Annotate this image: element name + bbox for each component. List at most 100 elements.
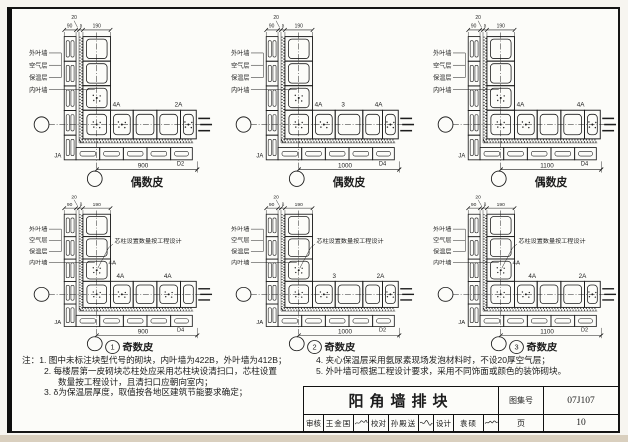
dim-delta: δ [484,202,487,207]
notes-section: 注：1. 图中未标注块型代号的砌块，内叶墙为422B，外叶墙为412B；2. 每… [22,355,616,398]
outer-leaf-block [348,147,374,161]
ja-block-label: JA [256,153,263,159]
block-label: 4A [375,102,383,109]
detail-number-bubble [105,340,120,354]
dim-190: 190 [93,202,102,208]
outer-leaf-block [503,147,528,161]
dim-90: 90 [269,23,275,29]
grout-dot [322,123,325,126]
block-label: 2A [377,273,386,280]
axis-bubble-bottom [490,336,507,352]
outer-leaf-block [99,314,124,327]
grout-dot [522,296,524,298]
grout-dot [528,296,530,298]
grout-dot [497,296,499,298]
grout-dot [392,126,395,129]
scan-edge [0,435,628,442]
page-label: 页 [498,415,543,431]
detail-number-bubble [307,340,322,354]
note-line: 3. δ为保温层厚度，取值按各地区建筑节能要求确定； [44,387,248,398]
grout-dot [93,271,95,274]
proofreader-name: 孙殿送 [388,415,418,431]
axis-bubble-left [437,286,454,302]
detail-number: 2 [312,343,316,352]
outer-leaf-block [146,147,172,161]
d-block-label: D2 [177,161,184,167]
annotation-leader [501,243,518,269]
dimension-value: 1000 [338,329,353,336]
outer-leaf-block [479,314,505,327]
layer-label: 外叶墙 [231,225,249,233]
dim-190: 190 [497,23,505,29]
grout-dot [118,296,120,298]
outer-leaf-block [372,147,395,161]
note-line: 数量按工程设计，且清扫口应朝向室内； [58,376,213,387]
axis-bubble-bottom [288,336,305,352]
layer-label: 保温层 [433,73,451,81]
core-annotation: 芯柱设置数量按工程设计 [518,237,585,245]
core-annotation: 芯柱设置数量按工程设计 [316,237,383,245]
signature-scribble [484,420,498,424]
outer-leaf-block [550,314,576,327]
grout-dot [294,121,296,123]
grout-dot [92,267,94,269]
grout-dot [165,296,167,298]
grout-dot [92,121,94,123]
outer-leaf-block [277,147,303,161]
outer-leaf-block [146,314,172,327]
grout-dot [301,121,303,124]
block-label: 4A [117,273,126,280]
grout-dot [99,291,101,294]
layer-label: 内叶墙 [433,86,451,94]
notes-right-column: 4. 夹心保温层采用氨尿素现场发泡材料时，不设20厚空气层；5. 外叶墙可根据工… [316,355,616,398]
grout-dot [295,126,297,128]
layer-label: 空气层 [29,61,47,69]
outer-leaf-block [277,314,303,327]
dim-20: 20 [71,15,77,21]
outer-leaf-block [372,314,395,327]
dimension-value: 1100 [540,329,554,336]
grout-dot [588,126,591,128]
outer-leaf-block [324,147,350,161]
outer-leaf-block [99,147,124,161]
grout-dot [170,296,173,298]
block-label: 2A [175,102,183,109]
outer-leaf-block [503,314,528,327]
dim-20: 20 [273,15,279,21]
dim-190: 190 [497,202,506,208]
proofreader-label: 校对 [368,415,388,431]
ja-block-label: JA [54,153,61,159]
detail-number: 3 [514,343,518,352]
dim-delta: δ [80,24,83,29]
dim-190: 190 [295,202,304,208]
layer-label: 外叶墙 [29,225,47,233]
grout-dot [99,100,101,102]
signature-scribble [419,420,433,426]
grout-dot [496,94,498,97]
grout-dot [117,291,120,293]
grout-dot [120,293,123,296]
grout-dot [99,296,101,298]
grout-dot [326,126,328,129]
grout-dot [124,121,127,124]
layer-label: 保温层 [29,248,47,256]
axis-bubble-bottom [288,170,305,187]
grout-dot [326,121,329,124]
grout-dot [503,272,505,274]
layer-label: 内叶墙 [433,259,451,267]
grout-dot [124,291,127,294]
layer-label: 内叶墙 [29,259,47,267]
grout-dot [595,291,597,294]
proofreader-signature [418,415,433,431]
grout-dot [524,293,527,296]
block-label: 4A [113,102,121,109]
grout-dot [301,272,303,274]
grout-dot [503,296,505,298]
corner-block-label: 4A [513,261,521,267]
grout-dot [521,121,524,123]
grout-dot [594,296,597,298]
